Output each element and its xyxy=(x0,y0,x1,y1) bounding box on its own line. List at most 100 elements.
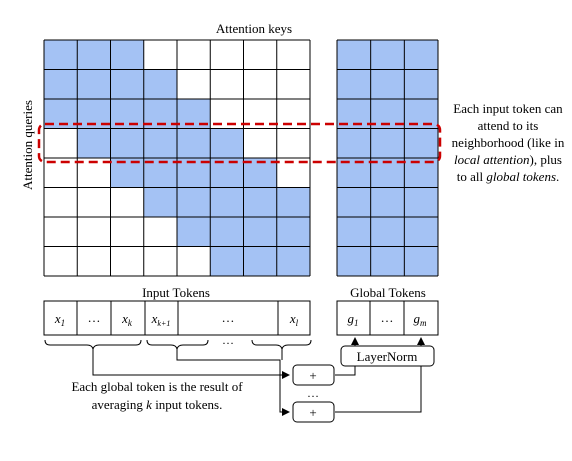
attention-cell-r7-c3 xyxy=(143,246,177,276)
attention-cell-r1-c1 xyxy=(77,69,111,99)
layernorm-label: LayerNorm xyxy=(357,349,418,364)
attention-cell-r6-c2 xyxy=(110,217,144,247)
plus-label-2: + xyxy=(309,405,316,420)
token-ellipsis-2: … xyxy=(222,310,235,325)
attention-matrix xyxy=(43,39,311,277)
attention-cell-r7-c5 xyxy=(210,246,244,276)
attention-cell-r0-c2 xyxy=(110,40,144,70)
attention-cell-r0-c5 xyxy=(210,40,244,70)
global-tokens-row: g1 … gm xyxy=(336,300,439,336)
attention-cell-r3-c1 xyxy=(77,128,111,158)
attention-cell-r7-c7 xyxy=(276,246,310,276)
global-attention-cell-r0-c2 xyxy=(404,40,438,70)
attention-cell-r3-c0 xyxy=(44,128,78,158)
global-attention-cell-r1-c0 xyxy=(337,69,371,99)
attention-cell-r5-c5 xyxy=(210,187,244,217)
global-attention-cell-r3-c2 xyxy=(404,128,438,158)
global-attention-cell-r3-c1 xyxy=(370,128,405,158)
attention-cell-r1-c3 xyxy=(143,69,177,99)
global-attention-matrix xyxy=(336,39,439,277)
global-attention-cell-r3-c0 xyxy=(337,128,371,158)
attention-cell-r1-c2 xyxy=(110,69,144,99)
attention-cell-r3-c7 xyxy=(276,128,310,158)
attention-cell-r1-c5 xyxy=(210,69,244,99)
token-g1: g1 xyxy=(348,311,359,328)
global-attention-cell-r1-c2 xyxy=(404,69,438,99)
attention-cell-r1-c7 xyxy=(276,69,310,99)
attention-cell-r0-c7 xyxy=(276,40,310,70)
token-ellipsis-1: … xyxy=(88,310,101,325)
grouping-braces xyxy=(44,339,312,350)
attention-cell-r6-c4 xyxy=(177,217,211,247)
attention-cell-r0-c4 xyxy=(177,40,211,70)
note-line-2: attend to its xyxy=(478,118,539,133)
note-global-tokens: global tokens xyxy=(486,169,556,184)
attention-cell-r5-c7 xyxy=(276,187,310,217)
attention-cell-r1-c0 xyxy=(44,69,78,99)
plus-box-1: + xyxy=(292,364,335,386)
caption-line-2-pre: averaging xyxy=(92,397,147,412)
attention-cell-r3-c5 xyxy=(210,128,244,158)
global-attention-cell-r6-c1 xyxy=(370,217,405,247)
note-line-5-pre: to all xyxy=(457,169,487,184)
plus-box-2: + xyxy=(292,401,335,423)
attention-cell-r7-c2 xyxy=(110,246,144,276)
token-gm: gm xyxy=(414,311,428,328)
note-line-4: local attention), plus xyxy=(454,152,562,167)
note-line-5: to all global tokens. xyxy=(457,169,560,184)
note-line-5-post: . xyxy=(556,169,559,184)
note-local-attention: local attention xyxy=(454,152,529,167)
global-attention-cell-r6-c2 xyxy=(404,217,438,247)
attention-cell-r5-c1 xyxy=(77,187,111,217)
input-tokens-row: x1 … xk xk+1 … xl xyxy=(43,300,311,336)
global-attention-cell-r7-c0 xyxy=(337,246,371,276)
global-attention-cell-r7-c2 xyxy=(404,246,438,276)
token-xk: xk xyxy=(121,311,133,328)
global-tokens-label: Global Tokens xyxy=(350,285,426,300)
attention-cell-r6-c1 xyxy=(77,217,111,247)
global-attention-cell-r5-c0 xyxy=(337,187,371,217)
attention-cell-r7-c0 xyxy=(44,246,78,276)
caption-line-2-post: input tokens. xyxy=(152,397,222,412)
attention-cell-r6-c5 xyxy=(210,217,244,247)
attention-cell-r0-c0 xyxy=(44,40,78,70)
attention-cell-r6-c3 xyxy=(143,217,177,247)
plus-ellipsis: … xyxy=(307,386,319,400)
global-attention-cell-r5-c1 xyxy=(370,187,405,217)
highlighted-query-row xyxy=(37,122,442,164)
input-tokens-label: Input Tokens xyxy=(142,285,210,300)
attention-cell-r7-c1 xyxy=(77,246,111,276)
global-attention-cell-r5-c2 xyxy=(404,187,438,217)
note-line-1: Each input token can xyxy=(453,101,563,116)
attention-cell-r3-c2 xyxy=(110,128,144,158)
attention-cell-r0-c3 xyxy=(143,40,177,70)
attention-note: Each input token can attend to its neigh… xyxy=(452,101,565,184)
note-line-4-rest: ), plus xyxy=(529,152,562,167)
global-attention-cell-r6-c0 xyxy=(337,217,371,247)
global-attention-cell-r0-c1 xyxy=(370,40,405,70)
attention-cell-r5-c4 xyxy=(177,187,211,217)
attention-cell-r5-c3 xyxy=(143,187,177,217)
attention-cell-r5-c2 xyxy=(110,187,144,217)
attention-cell-r5-c0 xyxy=(44,187,78,217)
attention-cell-r7-c6 xyxy=(243,246,277,276)
attention-cell-r3-c6 xyxy=(243,128,277,158)
plus-label-1: + xyxy=(309,368,316,383)
token-x1: x1 xyxy=(54,311,65,328)
attention-cell-r7-c4 xyxy=(177,246,211,276)
global-attention-cell-r7-c1 xyxy=(370,246,405,276)
attention-cell-r6-c6 xyxy=(243,217,277,247)
brace-ellipsis: … xyxy=(222,333,234,347)
attention-cell-r0-c1 xyxy=(77,40,111,70)
token-xk1: xk+1 xyxy=(151,311,171,328)
caption-line-1: Each global token is the result of xyxy=(71,379,243,394)
connector-lines xyxy=(92,337,425,416)
attention-cell-r0-c6 xyxy=(243,40,277,70)
attention-cell-r3-c3 xyxy=(143,128,177,158)
caption-k: k xyxy=(146,397,152,412)
attention-cell-r6-c7 xyxy=(276,217,310,247)
token-xl: xl xyxy=(289,311,299,328)
attention-cell-r6-c0 xyxy=(44,217,78,247)
layernorm-box: LayerNorm xyxy=(340,345,435,367)
attention-cell-r1-c6 xyxy=(243,69,277,99)
